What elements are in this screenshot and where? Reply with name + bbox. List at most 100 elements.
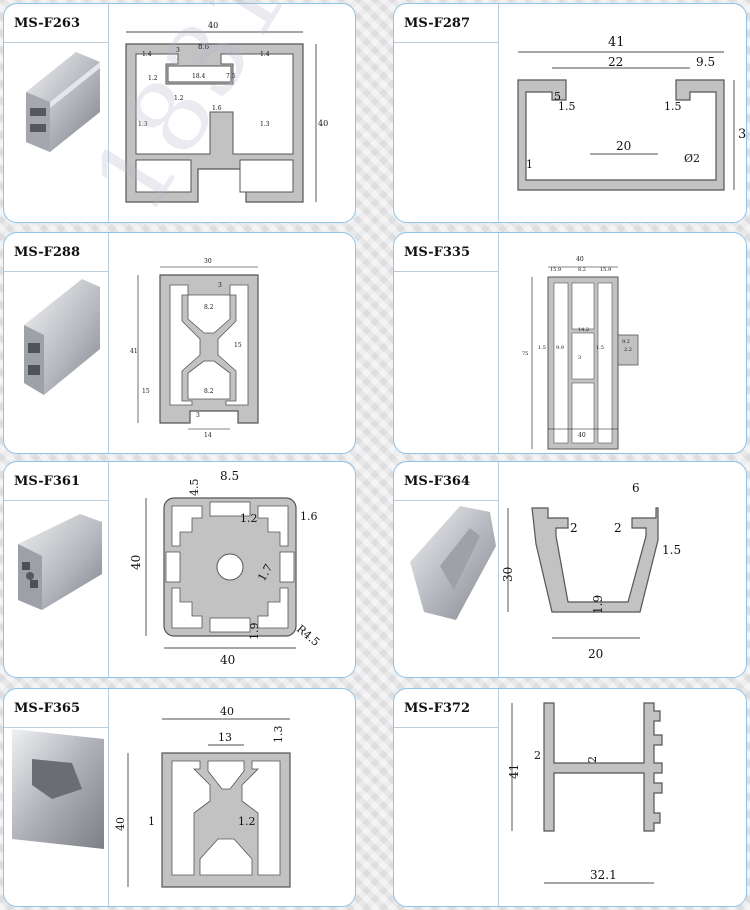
- product-code: MS-F287: [404, 16, 471, 31]
- dim-label: 1.9: [591, 595, 605, 614]
- product-card-ms-f365: MS-F365 40 13 1.3 40 1 1.2: [3, 688, 356, 907]
- dim-label: 1.4: [142, 51, 152, 58]
- dim-label: 75: [522, 351, 528, 357]
- dim-label: 40: [318, 119, 328, 128]
- profile-drawing: 8.5 4.5 40 1.2 1.6 1.7 1.9 R4.5 40: [129, 469, 322, 667]
- dim-label: 20: [588, 647, 603, 661]
- dim-label: 5: [554, 90, 561, 103]
- dim-label: 40: [220, 705, 234, 718]
- product-code: MS-F263: [14, 16, 81, 31]
- product-card-ms-f364: MS-F364 6 2 2 1.5 30 1.9 20: [393, 461, 747, 678]
- dim-label: 7.5: [226, 73, 236, 80]
- dim-label: 2: [534, 749, 541, 762]
- dim-label: 41: [608, 35, 625, 50]
- photo-cell: [4, 727, 109, 906]
- dim-label: 1.6: [212, 105, 222, 112]
- dim-label: 22: [608, 55, 623, 69]
- product-card-ms-f288: MS-F288 30 41 3 8.2 15 15 8.2 3 14: [3, 232, 356, 454]
- dim-label: 2: [614, 521, 622, 535]
- name-cell: [4, 462, 109, 500]
- profile-photo: [26, 52, 100, 152]
- dim-label: 9.9: [556, 345, 564, 351]
- product-card-ms-f263: MS-F263 40 40 8.6 3 1.4 1.4 18.4 1.2 7.5…: [3, 3, 356, 223]
- name-cell: [394, 4, 499, 42]
- dim-label: 15.9: [550, 267, 561, 273]
- dim-label: 40: [220, 653, 235, 667]
- product-card-ms-f287: MS-F287 41 22 9.5 5 1.5 1.5 20 Ø2 1 30: [393, 3, 747, 223]
- name-cell: [4, 689, 109, 727]
- product-card-ms-f372: MS-F372 41 2 2 32.1: [393, 688, 747, 907]
- dim-label: 30: [204, 258, 212, 265]
- dim-label: 15.9: [600, 267, 611, 273]
- product-code: MS-F335: [404, 245, 471, 260]
- dim-label: 40: [576, 256, 584, 263]
- photo-cell: [4, 42, 109, 222]
- dim-label: 1.5: [662, 543, 681, 557]
- dim-label: 13: [218, 731, 232, 744]
- dim-label: 1.2: [174, 95, 184, 102]
- dim-label: 1.3: [272, 726, 285, 744]
- dim-label: 1.5: [664, 100, 682, 113]
- dim-label: 40: [578, 432, 586, 439]
- profile-photo: [24, 279, 100, 395]
- product-code: MS-F372: [404, 701, 471, 716]
- dim-label: 20: [616, 139, 631, 153]
- dim-label: 8.5: [220, 469, 239, 483]
- name-cell: [4, 4, 109, 42]
- dim-label: 3: [196, 412, 200, 419]
- dim-label: 1.9: [248, 623, 261, 641]
- dim-label: 6: [632, 481, 640, 495]
- product-card-ms-f361: MS-F361 8.5 4.5 40 1.2 1.6 1.7 1.9 R4.5 …: [3, 461, 356, 678]
- dim-label: 8.2: [204, 304, 214, 311]
- dim-label: 8.2: [204, 388, 214, 395]
- product-code: MS-F364: [404, 474, 471, 489]
- profile-photo: [18, 514, 102, 610]
- product-code: MS-F288: [14, 245, 81, 260]
- dim-label: 8.6: [198, 43, 210, 51]
- dim-label: 18.4: [192, 73, 206, 80]
- product-code: MS-F361: [14, 474, 81, 489]
- dim-label: 40: [129, 555, 143, 570]
- dim-label: 1.4: [260, 51, 270, 58]
- profile-drawing: 40 13 1.3 40 1 1.2: [114, 705, 291, 888]
- dim-label: 41: [130, 348, 138, 355]
- dim-label: 2: [570, 521, 578, 535]
- profile-drawing: 41 22 9.5 5 1.5 1.5 20 Ø2 1 30: [517, 35, 747, 191]
- dim-label: 9.2: [622, 339, 630, 345]
- dim-label: 1.2: [148, 75, 158, 82]
- dim-label: 1.5: [538, 345, 546, 351]
- dim-label: 40: [208, 21, 218, 30]
- photo-cell: [394, 727, 499, 906]
- dim-label: 1.3: [260, 121, 270, 128]
- dim-label: 1.5: [596, 345, 604, 351]
- name-cell: [4, 233, 109, 271]
- dim-label: 3: [176, 47, 180, 54]
- dim-label: 30: [501, 567, 515, 582]
- dim-label: 40: [114, 817, 127, 831]
- dim-label: 1: [148, 815, 155, 828]
- dim-label: 1.3: [138, 121, 148, 128]
- dim-label: 1: [526, 158, 533, 171]
- dim-label: 1.2: [238, 815, 256, 828]
- dim-label: 8.2: [578, 267, 586, 273]
- dim-label: 1.2: [240, 512, 258, 525]
- dim-label: 3: [218, 282, 222, 289]
- profile-drawing: 30 41 3 8.2 15 15 8.2 3 14: [130, 258, 259, 439]
- name-cell: [394, 233, 499, 271]
- profile-drawing: 6 2 2 1.5 30 1.9 20: [501, 481, 681, 661]
- name-cell: [394, 462, 499, 500]
- photo-cell: [394, 500, 499, 677]
- dim-label: 2.2: [624, 347, 632, 353]
- dim-label: 30: [738, 127, 747, 142]
- dim-label: 9.5: [696, 55, 715, 69]
- product-code: MS-F365: [14, 701, 81, 716]
- dim-label: 14: [204, 432, 212, 439]
- profile-photo: [410, 506, 496, 620]
- dim-label: 4.5: [188, 479, 201, 497]
- dim-label: 41: [507, 764, 521, 779]
- photo-cell: [394, 271, 499, 453]
- product-card-ms-f335: MS-F335 40 15.9 8.2 15.9 75 1.5 9.9 1.5 …: [393, 232, 747, 454]
- dim-label: 15: [142, 388, 150, 395]
- photo-cell: [4, 271, 109, 453]
- profile-drawing: 41 2 2 32.1: [507, 702, 663, 884]
